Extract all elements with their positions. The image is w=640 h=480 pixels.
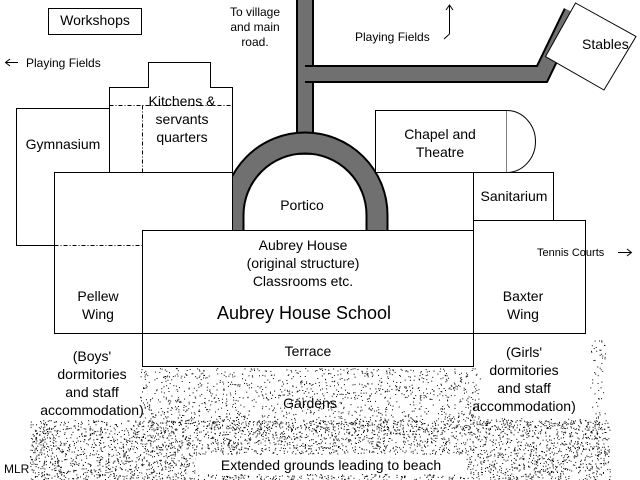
school-title: Aubrey House School bbox=[216, 303, 392, 323]
arrow-left-icon bbox=[4, 58, 18, 67]
workshops-box bbox=[48, 8, 142, 35]
pellew-wing-label: Pellew Wing bbox=[77, 288, 119, 322]
sanitarium-box bbox=[473, 172, 554, 221]
arrow-up-icon bbox=[443, 4, 454, 40]
chapel-apse bbox=[506, 110, 536, 173]
terrace-label: Terrace bbox=[284, 343, 332, 359]
playing-fields-left-label: Playing Fields bbox=[26, 56, 101, 70]
terrace-box bbox=[142, 333, 474, 367]
baxter-wing-label: Baxter Wing bbox=[502, 288, 544, 322]
gardens-label: Gardens bbox=[283, 395, 337, 411]
stables-outline bbox=[544, 2, 637, 91]
gymnasium-label: Gymnasium bbox=[25, 136, 101, 152]
portico-arch bbox=[221, 131, 389, 230]
boys-dormitories-label: (Boys' dormitories and staff accommodati… bbox=[40, 348, 144, 418]
stables-label: Stables bbox=[582, 36, 629, 52]
internal-dashed-lines bbox=[54, 105, 233, 246]
extended-grounds-label: Extended grounds leading to beach bbox=[196, 456, 466, 474]
chapel-label: Chapel and Theatre bbox=[404, 126, 476, 160]
grounds-texture bbox=[30, 340, 611, 480]
tennis-courts-label: Tennis Courts bbox=[537, 247, 605, 259]
aubrey-house-label: Aubrey House (original structure) Classr… bbox=[246, 237, 360, 289]
girls-dormitories-label: (Girls' dormitories and staff accommodat… bbox=[472, 344, 576, 414]
playing-fields-top-label: Playing Fields bbox=[355, 30, 430, 44]
baxter-wing-outline bbox=[473, 220, 586, 334]
workshops-label: Workshops bbox=[60, 12, 130, 28]
arrow-right-icon bbox=[618, 248, 633, 257]
road-to-stables bbox=[305, 8, 581, 83]
portico-label: Portico bbox=[280, 197, 324, 213]
buildings bbox=[16, 2, 637, 367]
sanitarium-label: Sanitarium bbox=[480, 188, 548, 204]
kitchens-label: Kitchens & servants quarters bbox=[148, 93, 216, 145]
to-village-label: To village and main road. bbox=[229, 5, 281, 49]
signature-label: MLR bbox=[4, 462, 30, 476]
